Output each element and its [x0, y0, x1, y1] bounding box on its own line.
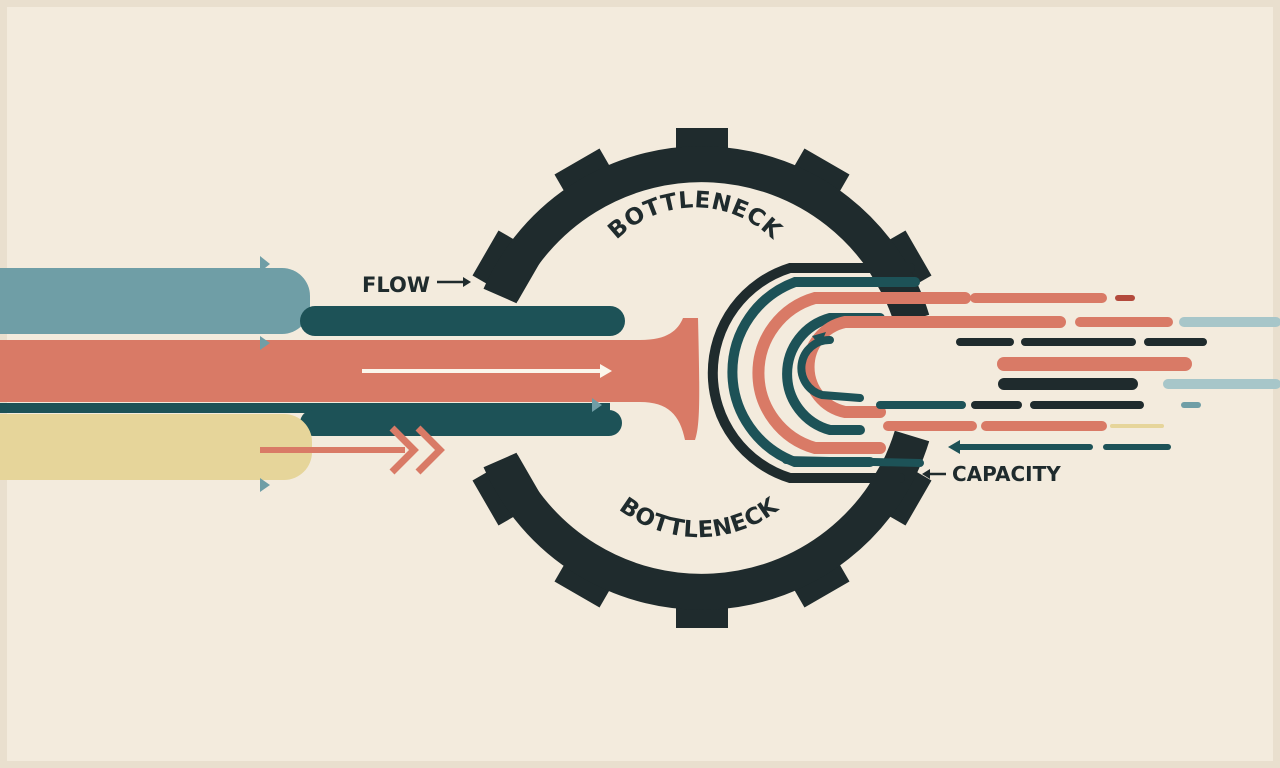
flow-arrow-icon — [437, 277, 471, 287]
gear-ring-lower — [483, 430, 930, 610]
arc-coral-2 — [802, 316, 1066, 418]
arc-coral-1 — [752, 292, 971, 454]
teal-light-band-fill — [0, 268, 60, 334]
sand-band — [0, 414, 312, 480]
coral-flow-band — [0, 318, 700, 440]
dark-teal-thin-line — [0, 403, 610, 413]
capacity-arrow-icon — [922, 469, 946, 479]
marker-triangle-4 — [260, 478, 270, 492]
coral-chevron-1 — [389, 425, 419, 475]
marker-triangle-3 — [592, 398, 602, 412]
output-dashes — [782, 293, 1280, 467]
capacity-arcs — [707, 263, 1066, 483]
white-arrowhead — [600, 364, 612, 378]
gear-icon — [472, 128, 932, 628]
dark-teal-bar-lower — [300, 410, 622, 436]
teal-light-band — [0, 268, 310, 334]
arc-arrowhead — [812, 332, 826, 346]
flow-label: FLOW — [362, 273, 430, 297]
arc-teal-1 — [727, 277, 920, 467]
marker-triangle-1 — [260, 256, 270, 272]
arc-teal-2 — [782, 313, 885, 435]
marker-triangle-2 — [260, 336, 270, 350]
capacity-label: CAPACITY — [952, 462, 1061, 486]
sand-band-fill — [0, 414, 60, 480]
dark-teal-bar-upper — [300, 306, 625, 336]
arc-dark-outer — [707, 263, 915, 483]
input-flow-bands — [0, 256, 700, 492]
gear-ring — [483, 146, 930, 326]
coral-chevron-2 — [415, 425, 445, 475]
